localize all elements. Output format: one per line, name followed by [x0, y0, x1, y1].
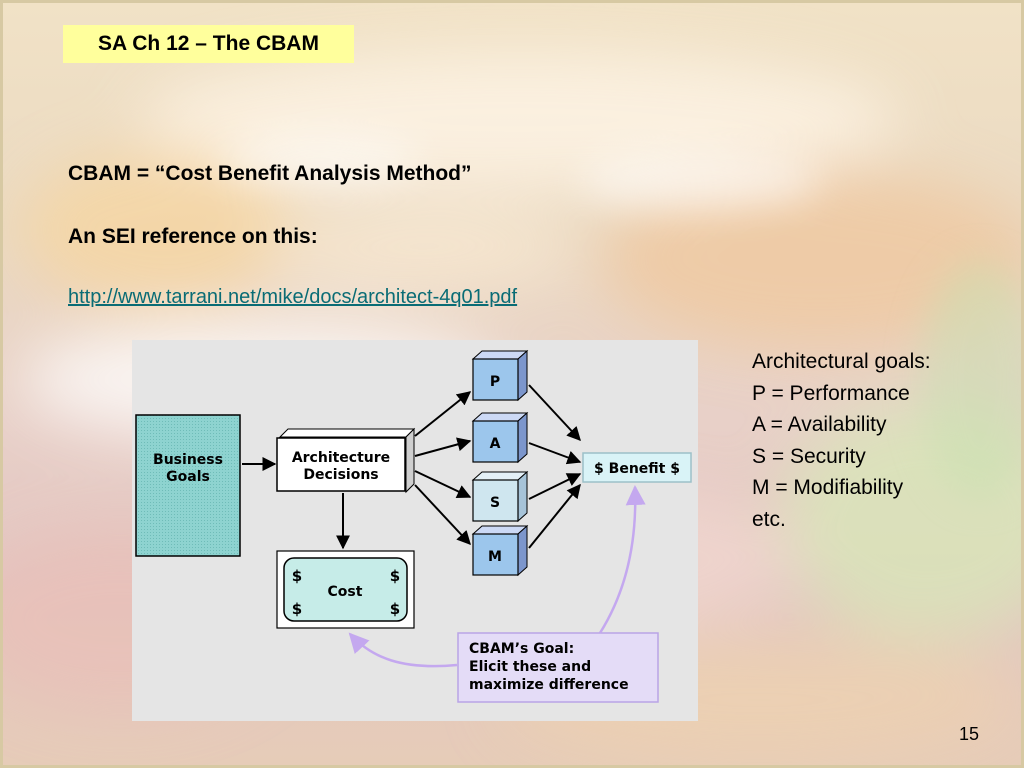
goals-heading: Architectural goals:	[752, 350, 931, 373]
benefit-box: $ Benefit $	[582, 452, 692, 483]
business-goals-line-1: Business	[153, 452, 223, 468]
architectural-goals-list: Architectural goals: P = Performance A =…	[752, 346, 931, 535]
goal-item-security: S = Security	[752, 444, 866, 468]
business-goals-line-2: Goals	[166, 469, 210, 485]
goal-arrows	[348, 485, 646, 668]
cost-box: $ $ $ $ Cost	[276, 550, 415, 629]
cube-a: A	[471, 411, 529, 464]
sei-reference-label: An SEI reference on this:	[68, 225, 318, 248]
business-goals-box: Business Goals	[135, 414, 241, 557]
goal-item-modifiability: M = Modifiability	[752, 476, 904, 499]
cube-m-label: M	[488, 549, 502, 565]
benefit-label: $ Benefit $	[594, 461, 680, 477]
cube-m: M	[471, 524, 529, 577]
reference-link[interactable]: http://www.tarrani.net/mike/docs/archite…	[68, 286, 518, 308]
cube-a-label: A	[490, 436, 501, 452]
cube-s: S	[471, 470, 529, 523]
cbam-definition: CBAM = “Cost Benefit Analysis Method”	[68, 162, 472, 185]
cube-p: P	[471, 349, 529, 402]
architecture-decisions-box: Architecture Decisions	[276, 427, 416, 494]
goal-item-availability: A = Availability	[752, 413, 887, 436]
goal-item-etc: etc.	[752, 507, 786, 531]
cbam-goal-line-2: Elicit these and	[469, 659, 591, 675]
cost-dollar-4: $	[390, 600, 400, 618]
cost-dollar-1: $	[292, 567, 302, 585]
cost-dollar-3: $	[292, 600, 302, 618]
goal-item-performance: P = Performance	[752, 381, 910, 405]
cost-dollar-2: $	[390, 567, 400, 585]
cbam-goal-line-1: CBAM’s Goal:	[469, 641, 574, 657]
architecture-decisions-line-2: Decisions	[303, 467, 378, 483]
cube-p-label: P	[490, 374, 500, 390]
cbam-goal-box: CBAM’s Goal: Elicit these and maximize d…	[457, 632, 659, 703]
cbam-goal-line-3: maximize difference	[469, 677, 629, 693]
slide-title: SA Ch 12 – The CBAM	[63, 25, 354, 63]
architecture-decisions-line-1: Architecture	[292, 450, 390, 466]
cbam-diagram: Business Goals Architecture Decisions P …	[132, 340, 698, 721]
cube-s-label: S	[490, 495, 500, 511]
cost-label: Cost	[328, 584, 363, 600]
flow-arrows	[242, 384, 582, 550]
page-number: 15	[959, 724, 980, 744]
